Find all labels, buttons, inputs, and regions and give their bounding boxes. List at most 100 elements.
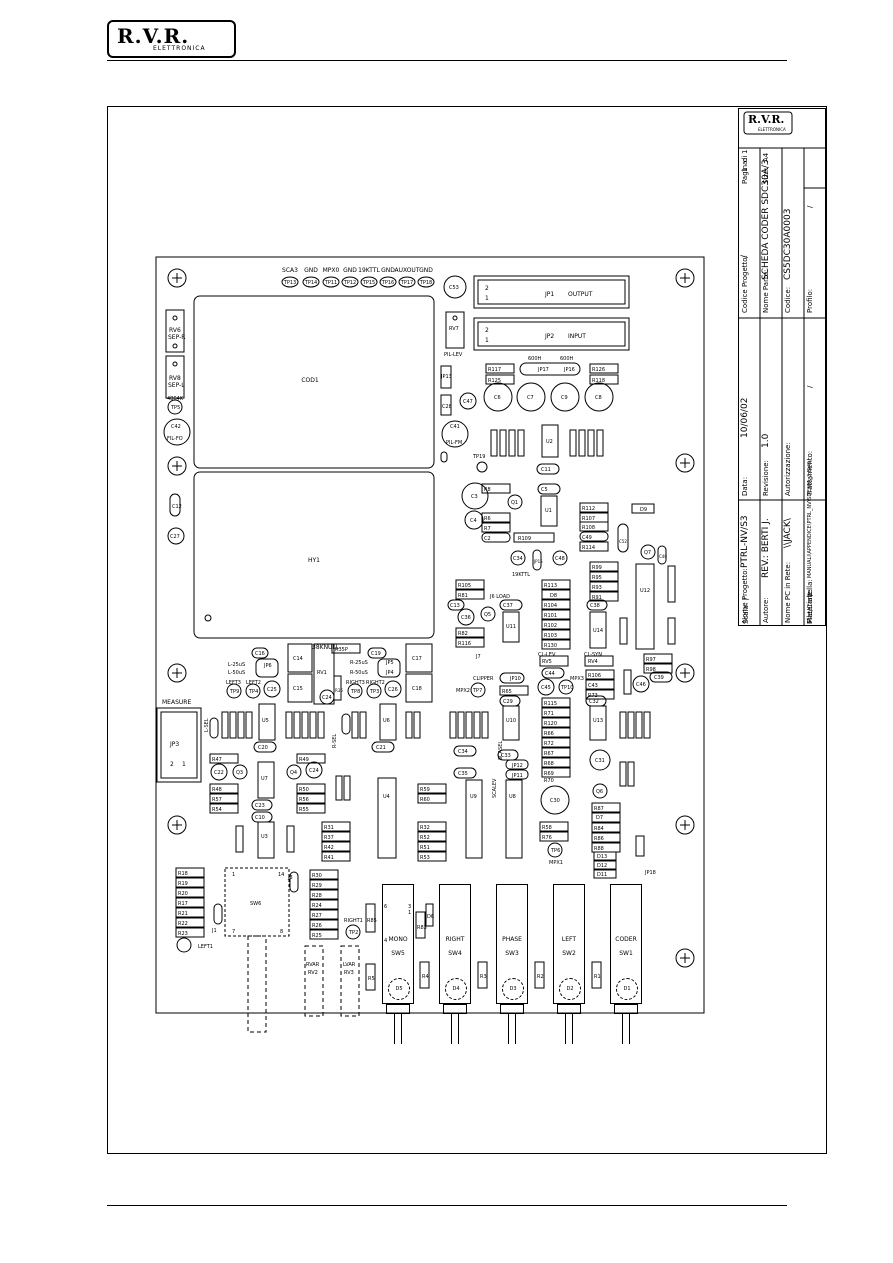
autorizzazione-label: Autorizzazione: [784,442,792,496]
upper-mid-components: C53 RV7 PIL-LEV JP13 C28 C41 PIL-FM TP19… [440,275,619,475]
revisione-value: 1.0 [761,433,771,448]
autore-label: Autore: [762,597,770,623]
scasel-label: SCASEL [498,741,504,760]
sw6-label: SW6 [250,901,261,907]
j7-label: J7 [475,654,481,660]
c28-label: C28 [442,404,452,410]
clipper-label: CLIPPER [473,676,494,682]
sw5-pin1: 1 [408,910,411,916]
c34-label: C34 [513,556,523,562]
jp16-label: JP16 [563,367,575,373]
jp1-pin1: 1 [485,295,489,302]
size-label: Size: [762,167,770,184]
r25-label: R-25uS [350,660,368,666]
d7-label: D7 [596,815,603,821]
r60-label: R60 [420,797,430,803]
rv8-sub: SEP-L [168,382,185,389]
c7-label: C7 [527,395,534,401]
c45-label: C45 [541,685,551,691]
mpx3-label: MPX3 [570,676,584,682]
tp3-label: TP3 [369,689,379,695]
tp-label: GND [343,267,357,274]
c35-label: C35 [458,771,468,777]
jp4-label: JP4 [385,670,394,676]
k4864-label: 4864K [167,396,184,402]
c52-label: C52 [619,539,627,544]
c20-label: C20 [258,745,268,751]
tp-ref: TP16 [381,280,394,286]
c3-label: C3 [471,494,478,500]
di-value: 1 [741,149,749,154]
r68-label: R68 [544,761,554,767]
rv6-sub: SEP-R [168,334,185,341]
header-logo-sub: ELETTRONICA [153,45,206,52]
r57-label: R57 [212,797,222,803]
sw5-pin6: 6 [384,904,387,910]
left2-label: LEFT2 [246,680,261,686]
r1-label: R1 [594,974,601,980]
c4-label: C4 [470,518,477,524]
right2-label: RIGHT2 [366,680,385,686]
jp3-pin2: 2 [170,761,174,768]
tp9-label: TP9 [229,689,239,695]
c24-label: C24 [309,768,319,774]
u4-label: U4 [383,794,390,800]
c34-label: C34 [458,749,468,755]
connector-jp1: 2 1 JP1 OUTPUT [473,275,630,309]
jp2-pin1: 1 [485,337,489,344]
c16-label: C16 [255,651,265,657]
r99-label: R99 [592,565,602,571]
r47-label: R47 [212,757,222,763]
600h-label: 600H [560,356,574,362]
r49-label: R49 [299,757,309,763]
footer-rule [107,1205,787,1206]
board-outline [155,256,705,1014]
r59-label: R59 [420,787,430,793]
r109-label: R109 [518,536,531,542]
c18-label: C18 [412,686,422,692]
right3-label: RIGHT3 [346,680,365,686]
data-value: 10/06/02 [740,397,750,438]
rv5-label: RV5 [542,659,552,665]
sw6-pin14: 14 [278,872,284,878]
r69-label: R69 [544,771,554,777]
jp6-label: JP6 [263,663,272,669]
c53-label: C53 [449,285,459,291]
measure-label: MEASURE [162,699,191,706]
rv8-label: RV8 [169,375,181,382]
drawing-frame [107,106,827,1154]
r115-label: R115 [544,701,557,707]
rv7-label: RV7 [449,326,459,332]
mpx2-label: MPX2 [456,688,470,694]
r76-label: R76 [542,835,552,841]
d13-label: D13 [597,854,607,860]
jp2-pin2: 2 [485,327,489,334]
lsel-label: L-SEL [204,718,210,732]
scala-value: / [742,597,750,600]
codice-progetto-label: Codice Progetto: [741,255,749,313]
c14-label: C14 [293,656,303,662]
sw6-pin7: 7 [232,929,235,935]
r104-label: R104 [544,603,557,609]
sw5-pin4: 4 [384,938,387,944]
r2-label: R2 [537,974,544,980]
trimmers-left: RV6 SEP-R RV8 SEP-L 4864K TP5 C42 FIL-FO… [163,309,191,545]
c30-label: C30 [550,798,560,804]
d12-label: D12 [597,863,607,869]
jp5-label: JP5 [385,660,394,666]
c48-label: C48 [555,556,565,562]
d9-label: D9 [640,507,647,513]
r82-label: R82 [458,631,468,637]
r37-label: R37 [324,835,334,841]
cod1-label: COD1 [301,377,319,384]
u3-label: U3 [261,834,268,840]
hy1-label: HY1 [308,557,320,564]
j6load-label: J6 LOAD [489,594,510,600]
sw5-pin3: 3 [408,904,411,910]
u10-label: U10 [506,718,516,724]
c38-label: C38 [590,603,600,609]
codice-value: CS5DC30A0003 [783,208,793,280]
tp-label: GND [381,267,395,274]
left1-label: LEFT1 [198,944,213,950]
r130-label: R130 [544,643,557,649]
